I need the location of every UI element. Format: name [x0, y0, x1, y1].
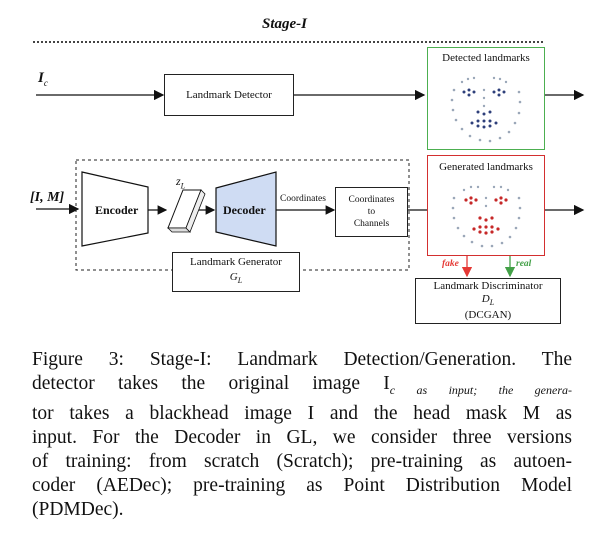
- caption-line-6: coder (AEDec); pre-training as Point Dis…: [32, 474, 572, 496]
- stage-divider: [33, 41, 543, 43]
- decoder-label: Decoder: [223, 203, 266, 217]
- caption-line-7: (PDMDec).: [32, 498, 124, 520]
- generator-frame: [75, 159, 410, 271]
- input-im-label: [I, M]: [30, 190, 65, 205]
- generated-landmarks-label: Generated landmarks: [439, 161, 533, 173]
- diagram-connectors: [36, 89, 585, 278]
- fake-label: fake: [442, 259, 459, 269]
- caption-line-3: tor takes a blackhead image I and the he…: [32, 402, 572, 424]
- generated-face-landmarks: [451, 185, 522, 248]
- coord-to-channels-box: Coordinates to Channels: [335, 187, 408, 237]
- detected-face-landmarks: [450, 76, 522, 143]
- generated-landmarks-panel: Generated landmarks: [427, 155, 545, 256]
- input-ic-label: Ic: [38, 70, 48, 88]
- caption-line-5: of training: from scratch (Scratch); pre…: [32, 450, 572, 472]
- decoder-shape: [215, 171, 277, 247]
- stage-title: Stage-I: [262, 16, 307, 32]
- caption-line-1: Figure 3: Stage-I: Landmark Detection/Ge…: [32, 349, 572, 370]
- caption-line-4: input. For the Decoder in GL, we conside…: [32, 426, 572, 448]
- detected-landmarks-panel: Detected landmarks: [427, 47, 545, 150]
- discriminator-box: Landmark Discriminator DL (DCGAN): [415, 278, 561, 324]
- encoder-shape: [81, 171, 149, 247]
- latent-label: zL: [176, 174, 186, 191]
- figure-caption: Figure 3: Stage-I: Landmark Detection/Ge…: [32, 348, 572, 522]
- encoder-label: Encoder: [95, 203, 139, 217]
- real-label: real: [516, 259, 532, 269]
- detected-landmarks-label: Detected landmarks: [442, 52, 530, 64]
- caption-line-2: detector takes the original image Ic as …: [32, 373, 572, 397]
- coordinates-label: Coordinates: [280, 194, 326, 204]
- landmark-detector-box: Landmark Detector: [164, 74, 294, 116]
- landmark-generator-box: Landmark Generator GL: [172, 252, 300, 292]
